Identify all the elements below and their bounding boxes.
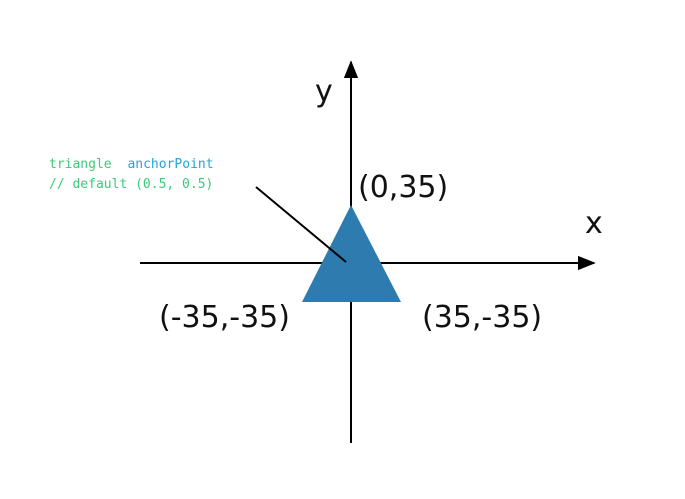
top-vertex-label: (0,35) [358,170,448,205]
y-axis-label: y [315,74,333,109]
annotation-comment: // default (0.5, 0.5) [49,177,213,192]
bottom-right-vertex-label: (35,-35) [422,300,542,335]
triangle-shape [302,205,401,302]
bottom-left-vertex-label: (-35,-35) [159,300,290,335]
x-axis-label: x [585,206,603,241]
annotation-property: anchorPoint [127,157,213,172]
annotation-identifier: triangle [49,157,112,172]
annotation-leader-line [255,186,347,263]
annotation-line-1: triangle anchorPoint [49,157,214,172]
